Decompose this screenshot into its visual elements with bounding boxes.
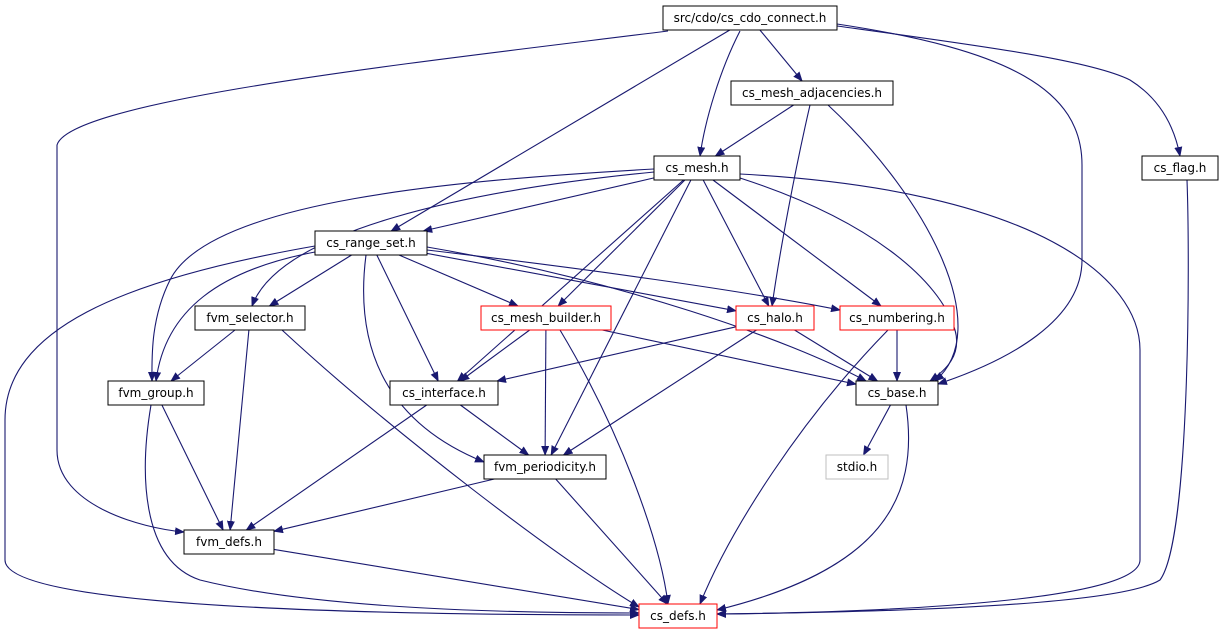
edge-mesh-to-range [422,177,655,233]
edge-mesh-to-defs [716,173,1141,618]
node-label: fvm_defs.h [196,535,262,549]
edge-fsel-to-defs [281,329,640,608]
edge-range-to-halo [426,252,737,314]
edge-iface-to-fdefs [245,404,428,531]
node-box [855,380,939,406]
node-mesh[interactable]: cs_mesh.h [653,155,741,181]
node-layer: src/cdo/cs_cdo_connect.h cs_mesh_adjacenc… [107,5,1219,629]
node-label: cs_interface.h [402,386,486,400]
edge-root-to-mesh [697,30,741,157]
edge-fsel-to-fdefs [226,329,250,531]
edge-adj-to-mesh [714,104,794,157]
node-box [1141,155,1219,181]
node-label: cs_range_set.h [326,236,416,250]
node-box [825,454,889,480]
edge-mbuild-to-iface [459,329,531,382]
edge-range-to-fgroup [153,251,316,382]
node-label: cs_halo.h [747,311,803,325]
node-range[interactable]: cs_range_set.h [314,230,428,256]
node-fper[interactable]: fvm_periodicity.h [483,454,607,480]
node-label: cs_numbering.h [849,311,945,325]
node-box [839,305,955,331]
edge-flag-to-defs [716,179,1189,618]
node-box [480,305,612,331]
edge-halo-to-iface [496,326,737,383]
node-adj[interactable]: cs_mesh_adjacencies.h [730,80,894,106]
edge-mesh-to-fper [550,179,692,456]
node-fsel[interactable]: fvm_selector.h [194,305,306,331]
node-mbuild[interactable]: cs_mesh_builder.h [480,305,612,331]
node-label: cs_mesh_builder.h [491,311,601,325]
edge-mesh-to-fgroup [147,168,655,382]
node-box [638,603,718,629]
edge-adj-to-halo [769,104,811,307]
edge-range-to-defs [4,245,640,619]
edge-range-to-base [426,246,867,382]
node-label: cs_mesh_adjacencies.h [742,86,882,100]
node-defs[interactable]: cs_defs.h [638,603,718,629]
node-stdio: stdio.h [825,454,889,480]
edge-mesh-to-halo [702,179,770,307]
node-box [107,380,205,406]
edge-mesh-to-base [739,177,958,382]
node-base[interactable]: cs_base.h [855,380,939,406]
edge-mesh-to-numb [712,179,882,307]
node-label: cs_defs.h [650,609,706,623]
node-label: fvm_selector.h [206,311,293,325]
edge-range-to-numb [426,249,841,313]
node-root[interactable]: src/cdo/cs_cdo_connect.h [662,5,838,31]
edge-numb-to-defs [699,329,889,605]
node-box [730,80,894,106]
edge-mesh-to-mbuild [557,179,686,307]
edge-fsel-to-fgroup [170,329,236,382]
edge-mbuild-to-fper [541,329,550,456]
edge-range-to-iface [376,254,439,382]
node-box [183,529,275,555]
node-box [389,380,499,406]
edge-fdefs-to-defs [273,548,640,613]
node-label: src/cdo/cs_cdo_connect.h [674,11,827,25]
edge-base-to-defs [716,404,910,612]
edge-range-to-mbuild [398,254,519,307]
node-box [735,305,815,331]
edge-root-to-adj [759,29,803,82]
edge-halo-to-base [794,329,879,382]
node-label: cs_base.h [868,386,927,400]
edge-root-to-flag [836,25,1183,157]
edge-range-to-fsel [268,254,352,307]
node-box [194,305,306,331]
edge-fgroup-to-defs [144,404,640,617]
edge-fgroup-to-fdefs [161,404,224,531]
edge-mesh-to-fsel [251,171,655,307]
node-box [653,155,741,181]
edge-mbuild-to-base [602,329,857,387]
node-label: fvm_group.h [118,386,193,400]
edge-layer [4,23,1189,619]
edge-range-to-fper [363,254,485,463]
edge-fper-to-defs [555,478,668,605]
node-box [314,230,428,256]
edge-halo-to-fper [562,329,757,456]
edge-root-to-range [390,29,731,232]
node-halo[interactable]: cs_halo.h [735,305,815,331]
edge-fper-to-fdefs [273,478,495,534]
node-box [483,454,607,480]
node-label: cs_flag.h [1154,161,1207,175]
edge-mbuild-to-defs [559,329,671,605]
node-fgroup[interactable]: fvm_group.h [107,380,205,406]
edge-root-to-base [836,23,1083,385]
edge-base-to-stdio [863,404,891,456]
node-flag[interactable]: cs_flag.h [1141,155,1219,181]
node-label: stdio.h [837,460,877,474]
node-label: fvm_periodicity.h [494,460,596,474]
edge-root-to-fdefs [56,30,669,536]
edge-adj-to-base [827,104,959,382]
edge-iface-to-fper [460,404,530,456]
node-iface[interactable]: cs_interface.h [389,380,499,406]
node-label: cs_mesh.h [665,161,728,175]
node-fdefs[interactable]: fvm_defs.h [183,529,275,555]
node-numb[interactable]: cs_numbering.h [839,305,955,331]
node-box [662,5,838,31]
